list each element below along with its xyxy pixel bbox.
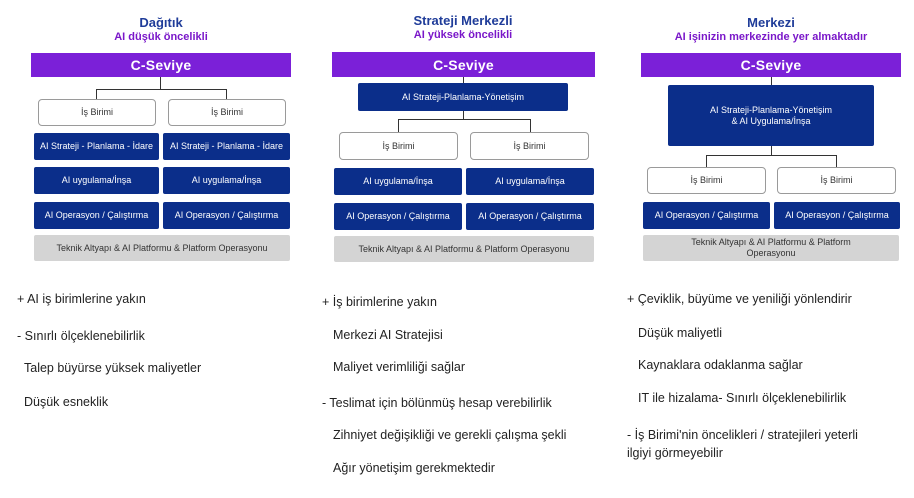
note-line: Talep büyürse yüksek maliyetler bbox=[24, 361, 202, 375]
note-line: Düşük esneklik bbox=[24, 395, 109, 409]
connector-line bbox=[463, 77, 464, 83]
business-unit-box: İş Birimi bbox=[339, 132, 458, 160]
business-unit-box: İş Birimi bbox=[38, 99, 156, 126]
ai-strategy-box: AI Strateji - Planlama - İdare bbox=[163, 133, 290, 160]
c-level-bar: C-Seviye bbox=[641, 53, 901, 77]
column-subtitle-distributed: AI düşük öncelikli bbox=[114, 31, 208, 43]
column-title-strategy-centric: Strateji Merkezli bbox=[413, 13, 513, 28]
business-unit-box: İş Birimi bbox=[470, 132, 589, 160]
column-subtitle-strategy-centric: AI yüksek öncelikli bbox=[413, 29, 513, 41]
connector-line bbox=[836, 155, 837, 167]
connector-line bbox=[96, 89, 226, 90]
ai-operation-box: AI Operasyon / Çalıştırma bbox=[334, 203, 462, 230]
ai-strategy-central-box: AI Strateji-Planlama-Yönetişim bbox=[358, 83, 568, 111]
c-level-bar: C-Seviye bbox=[332, 52, 595, 77]
note-line: + AI iş birimlerine yakın bbox=[17, 292, 146, 306]
column-title-distributed: Dağıtık bbox=[139, 15, 183, 30]
column-subtitle-centralized: AI işinizin merkezinde yer almaktadır bbox=[674, 31, 868, 43]
ai-operation-box: AI Operasyon / Çalıştırma bbox=[466, 203, 594, 230]
note-line: - İş Birimi'nin öncelikleri / stratejile… bbox=[627, 428, 858, 442]
connector-line bbox=[398, 119, 399, 132]
c-level-bar: C-Seviye bbox=[31, 53, 291, 77]
connector-line bbox=[530, 119, 531, 132]
connector-line bbox=[771, 77, 772, 85]
note-line: ilgiyi görmeyebilir bbox=[627, 446, 723, 460]
business-unit-box: İş Birimi bbox=[168, 99, 286, 126]
ai-operation-box: AI Operasyon / Çalıştırma bbox=[774, 202, 900, 229]
note-line: - Sınırlı ölçeklenebilirlik bbox=[17, 329, 145, 343]
note-line: Düşük maliyetli bbox=[638, 326, 723, 340]
platform-box: Teknik Altyapı & AI Platformu & Platform… bbox=[334, 236, 594, 262]
note-line: + İş birimlerine yakın bbox=[322, 295, 437, 309]
ai-application-box: AI uygulama/İnşa bbox=[163, 167, 290, 194]
ai-central-box: AI Strateji-Planlama-Yönetişim & AI Uygu… bbox=[668, 85, 874, 146]
ai-application-box: AI uygulama/İnşa bbox=[334, 168, 462, 195]
note-line: Ağır yönetişim gerekmektedir bbox=[333, 461, 495, 475]
ai-operation-box: AI Operasyon / Çalıştırma bbox=[643, 202, 770, 229]
platform-box: Teknik Altyapı & AI Platformu & Platform… bbox=[643, 235, 899, 261]
connector-line bbox=[706, 155, 836, 156]
note-line: Merkezi AI Stratejisi bbox=[333, 328, 443, 342]
connector-line bbox=[771, 146, 772, 156]
connector-line bbox=[96, 89, 97, 99]
ai-application-box: AI uygulama/İnşa bbox=[34, 167, 159, 194]
connector-line bbox=[706, 155, 707, 167]
connector-line bbox=[160, 77, 161, 90]
ai-strategy-box: AI Strateji - Planlama - İdare bbox=[34, 133, 159, 160]
note-line: Zihniyet değişikliği ve gerekli çalışma … bbox=[333, 428, 567, 442]
connector-line bbox=[398, 119, 530, 120]
ai-application-box: AI uygulama/İnşa bbox=[466, 168, 594, 195]
ai-operation-box: AI Operasyon / Çalıştırma bbox=[163, 202, 290, 229]
note-line: + Çeviklik, büyüme ve yeniliği yönlendir… bbox=[627, 292, 852, 306]
business-unit-box: İş Birimi bbox=[777, 167, 896, 194]
ai-operation-box: AI Operasyon / Çalıştırma bbox=[34, 202, 159, 229]
note-line: - Teslimat için bölünmüş hesap verebilir… bbox=[322, 396, 552, 410]
column-title-centralized: Merkezi bbox=[747, 15, 795, 30]
note-line: Maliyet verimliliği sağlar bbox=[333, 360, 465, 374]
business-unit-box: İş Birimi bbox=[647, 167, 766, 194]
note-line: IT ile hizalama- Sınırlı ölçeklenebilirl… bbox=[638, 391, 847, 405]
platform-box: Teknik Altyapı & AI Platformu & Platform… bbox=[34, 235, 290, 261]
connector-line bbox=[226, 89, 227, 99]
note-line: Kaynaklara odaklanma sağlar bbox=[638, 358, 803, 372]
connector-line bbox=[463, 111, 464, 120]
